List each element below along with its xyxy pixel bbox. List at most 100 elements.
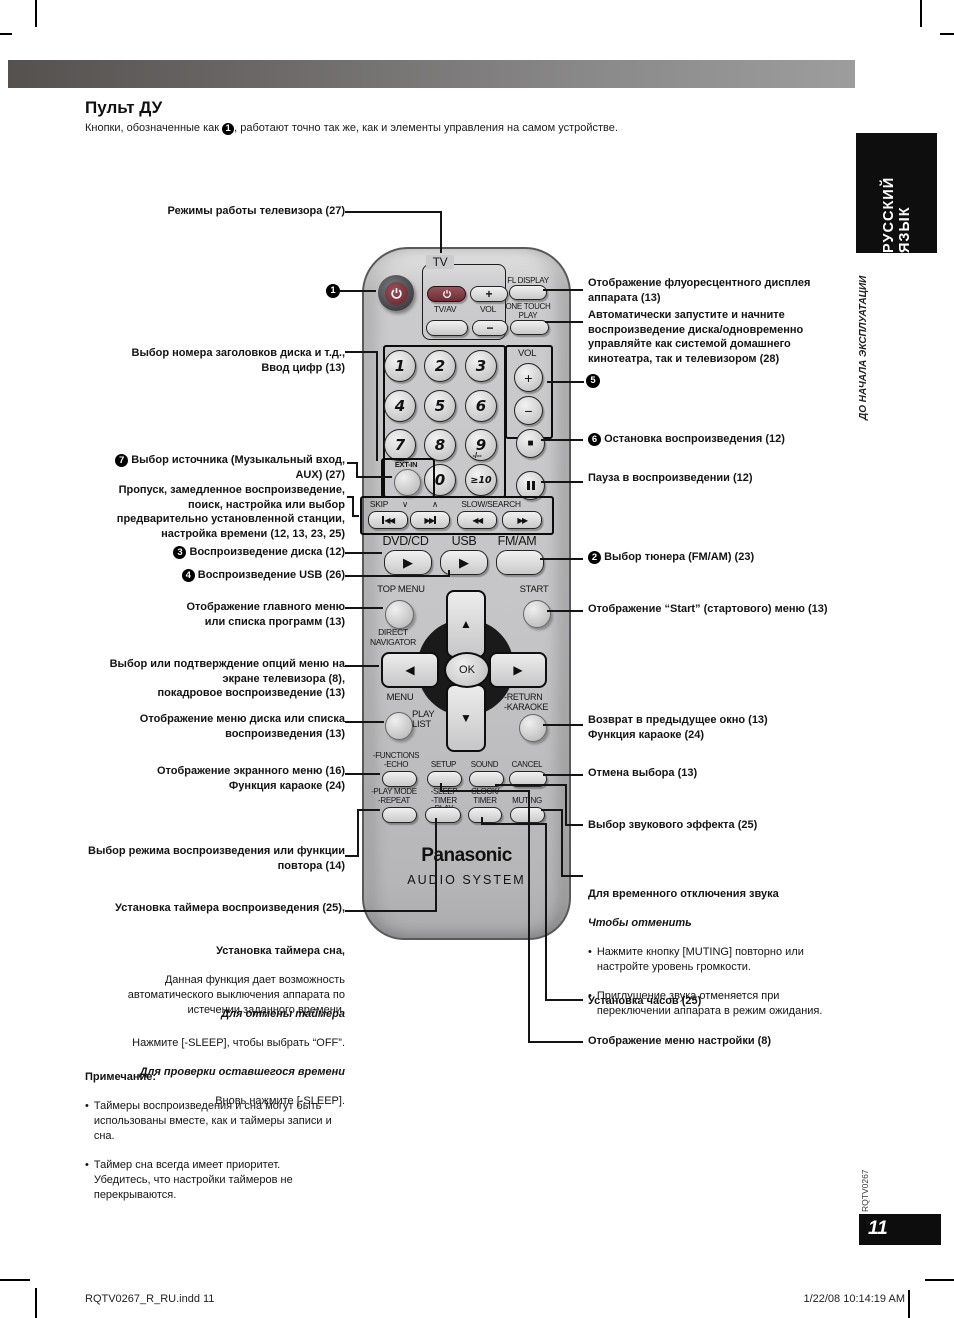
callout-line bbox=[540, 558, 583, 560]
intro-before: Кнопки, обозначенные как bbox=[85, 122, 223, 134]
language-tab: РУССКИЙ ЯЗЫК bbox=[856, 133, 937, 253]
cancel-label: CANCEL bbox=[511, 760, 543, 769]
remote-button-digit-5: 5 bbox=[424, 390, 456, 422]
remote-button-menu bbox=[385, 712, 413, 740]
remote-button-ok: OK bbox=[444, 652, 490, 688]
usb-label: USB bbox=[451, 534, 477, 548]
remote-button-digit-9: 9 bbox=[465, 429, 497, 461]
callout-text: Установка таймера воспроизведения (25), bbox=[115, 902, 345, 914]
callout-line bbox=[545, 999, 583, 1001]
remote-button-digit-1: 1 bbox=[384, 350, 416, 382]
callout-line bbox=[528, 790, 530, 1043]
callout-sound-effect: Выбор звукового эффекта (25) bbox=[588, 818, 918, 833]
callout-text: Автоматически запустите и начните воспро… bbox=[588, 309, 804, 365]
callout-stop: 6 Остановка воспроизведения (12) bbox=[588, 432, 918, 447]
callout-text: Выбор номера заголовков диска и т.д., Вв… bbox=[131, 347, 345, 374]
note-block: Примечание: •Таймеры воспроизведения и с… bbox=[85, 1055, 380, 1218]
badge-6-icon: 6 bbox=[588, 433, 601, 446]
callout-line bbox=[376, 351, 378, 461]
digit-label: 2 bbox=[434, 357, 446, 375]
vol-group-label: VOL bbox=[517, 348, 537, 359]
badge-4-icon: 4 bbox=[181, 569, 195, 582]
callout-usb-play: 4 Воспроизведение USB (26) bbox=[35, 568, 345, 583]
ge10-label: ≥10 bbox=[470, 474, 492, 486]
callout-tuner: 2 Выбор тюнера (FM/AM) (23) bbox=[588, 550, 918, 565]
callout-menu-confirm: Выбор или подтверждение опций меню на эк… bbox=[35, 657, 345, 701]
callout-line bbox=[357, 809, 380, 811]
brand-subtitle: AUDIO SYSTEM bbox=[407, 873, 526, 887]
remote-button-clock-timer bbox=[468, 807, 502, 823]
crop-mark bbox=[925, 1279, 954, 1281]
callout-line bbox=[481, 823, 547, 825]
callout-line bbox=[481, 817, 483, 825]
callout-line bbox=[345, 665, 379, 667]
callout-line bbox=[345, 607, 383, 609]
top-menu-label: TOP MENU bbox=[377, 584, 425, 595]
note-heading: Примечание: bbox=[85, 1070, 157, 1083]
remote-button-return-karaoke bbox=[519, 714, 547, 742]
muting-heading: Для временного отключения звука bbox=[588, 887, 779, 900]
stop-icon: ■ bbox=[527, 438, 534, 449]
crop-mark bbox=[0, 33, 12, 35]
digit-label: 9 bbox=[475, 436, 487, 454]
muting-item-text: Приглушение звука отменяется при переклю… bbox=[596, 990, 823, 1017]
callout-line bbox=[541, 439, 583, 441]
callout-line bbox=[440, 211, 442, 253]
callout-text: Отображение меню диска или списка воспро… bbox=[139, 713, 345, 740]
callout-text: Выбор режима воспроизведения или функции… bbox=[88, 845, 345, 872]
menu-label: MENU bbox=[386, 692, 414, 703]
digit-label: 6 bbox=[475, 397, 487, 415]
dvd-cd-label: DVD/CD bbox=[382, 534, 429, 548]
arrow-down-icon: ▼ bbox=[460, 711, 472, 725]
intro-after: , работают точно так же, как и элементы … bbox=[234, 122, 618, 134]
badge-1-icon: 1 bbox=[326, 284, 340, 298]
callout-cancel: Отмена выбора (13) bbox=[588, 766, 918, 781]
remote-button-tv-av bbox=[426, 320, 468, 336]
language-tab-label: РУССКИЙ ЯЗЫК bbox=[880, 176, 913, 253]
badge-7-icon: 7 bbox=[115, 454, 129, 467]
remote-button-cancel bbox=[509, 771, 547, 787]
skip-up-label: ∧ bbox=[432, 499, 438, 509]
skip-search-box bbox=[360, 496, 554, 535]
timer-check-heading: Для проверки оставшегося времени bbox=[139, 1066, 345, 1078]
callout-line bbox=[352, 515, 359, 517]
callout-line bbox=[543, 774, 583, 776]
callout-line bbox=[347, 462, 357, 464]
callout-line bbox=[547, 610, 583, 612]
callout-line bbox=[345, 773, 380, 775]
callout-play-mode: Выбор режима воспроизведения или функции… bbox=[35, 844, 345, 873]
callout-line bbox=[528, 1041, 583, 1043]
plus-icon: + bbox=[485, 287, 493, 301]
callout-disc-menu: Отображение меню диска или списка воспро… bbox=[35, 712, 345, 741]
note-item-text: Таймеры воспроизведения и сна могут быть… bbox=[93, 1099, 332, 1142]
callout-line bbox=[543, 724, 583, 726]
callout-line bbox=[565, 824, 583, 826]
callout-source-select: 7 Выбор источника (Музыкальный вход, AUX… bbox=[35, 453, 345, 482]
muting-item: •Нажмите кнопку [MUTING] повторно или на… bbox=[588, 945, 918, 975]
digit-dash-label: -/-- bbox=[472, 451, 482, 460]
tv-group-label: TV bbox=[426, 255, 454, 269]
callout-line bbox=[357, 809, 359, 857]
digit-label: 8 bbox=[434, 436, 446, 454]
callout-skip-search: Пропуск, замедленное воспроизведение, по… bbox=[35, 483, 345, 541]
callout-text: Выбор источника (Музыкальный вход, AUX) … bbox=[131, 454, 345, 481]
remote-button-tv-vol-down: − bbox=[472, 320, 508, 336]
note-item: •Таймер сна всегда имеет приоритет. Убед… bbox=[85, 1158, 380, 1203]
muting-item: •Приглушение звука отменяется при перекл… bbox=[588, 989, 918, 1019]
callout-line bbox=[448, 570, 450, 577]
remote-button-top-menu bbox=[385, 600, 414, 629]
plus-icon: + bbox=[524, 369, 533, 386]
callout-fl-display: Отображение флуоресцентного дисплея аппа… bbox=[588, 276, 918, 305]
badge-2-icon: 2 bbox=[588, 551, 601, 564]
brand-logo: Panasonic bbox=[421, 845, 512, 866]
remote-button-digit-3: 3 bbox=[465, 350, 497, 382]
one-touch-play-label: ONE TOUCH PLAY bbox=[505, 302, 551, 320]
badge-1-icon: 1 bbox=[222, 123, 235, 135]
skip-down-label: ∨ bbox=[402, 499, 408, 509]
remote-button-down: ▼ bbox=[446, 684, 486, 752]
crop-mark bbox=[35, 0, 37, 27]
callout-line bbox=[340, 290, 376, 292]
power-icon bbox=[442, 289, 451, 298]
remote-button-vol-down: − bbox=[514, 396, 543, 425]
